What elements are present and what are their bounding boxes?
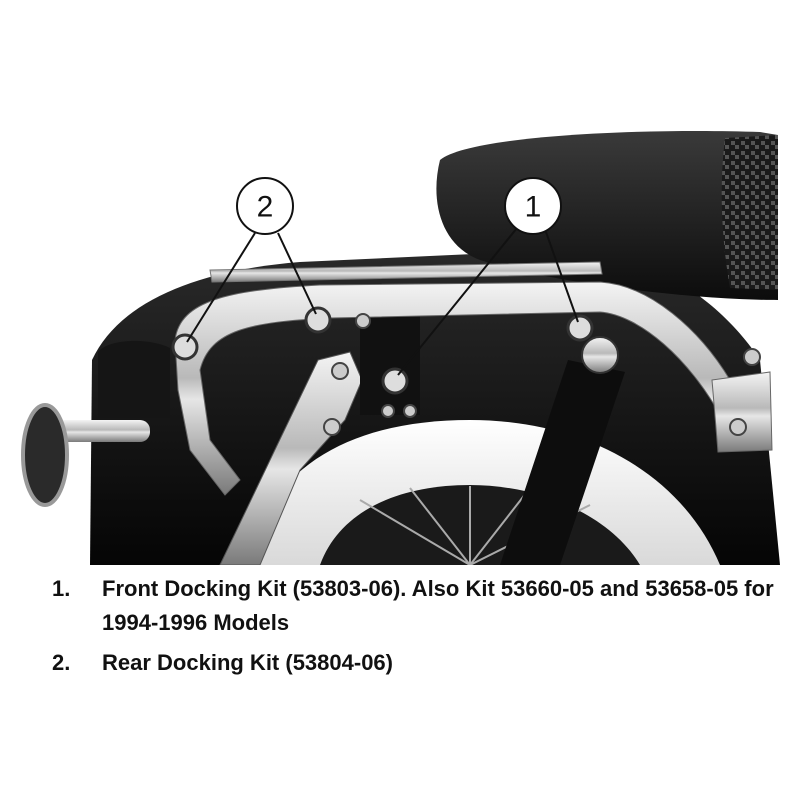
callout-2: 2	[236, 177, 294, 235]
leader-line-1-lower	[397, 227, 518, 376]
shock-absorber	[500, 360, 625, 565]
front-upright-bracket	[219, 351, 363, 565]
fastener	[323, 418, 341, 436]
rear-docking-point-lower	[171, 333, 199, 361]
photo-area	[21, 130, 780, 565]
shock-mount-cap	[581, 336, 619, 374]
leader-line-2-upper	[277, 232, 317, 315]
fastener	[381, 404, 395, 418]
fastener	[403, 404, 417, 418]
tail-light	[98, 340, 170, 418]
front-docking-point-lower	[381, 367, 409, 395]
motorcycle-docking-diagram: 2 1	[21, 130, 780, 565]
callout-1: 1	[504, 177, 562, 235]
leader-lines	[186, 227, 579, 376]
upper-rail	[209, 261, 603, 283]
turn-signal-lens	[21, 403, 69, 507]
rear-upright-plate	[711, 371, 773, 453]
legend-text: Rear Docking Kit (53804-06)	[102, 650, 393, 675]
fastener	[331, 362, 349, 380]
seat-weave-panel	[721, 135, 778, 290]
docking-points	[171, 306, 761, 436]
rear-docking-point-upper	[304, 306, 332, 334]
spoke-lines	[359, 486, 591, 565]
callout-2-label: 2	[257, 191, 274, 224]
leader-line-2-lower	[186, 232, 256, 343]
legend-text: Front Docking Kit (53803-06). Also Kit 5…	[102, 576, 774, 635]
front-docking-point-upper	[566, 314, 594, 342]
seat	[436, 130, 778, 300]
fastener	[743, 348, 761, 366]
callout-1-label: 1	[525, 191, 542, 224]
legend-number: 1.	[52, 576, 71, 601]
fastener	[729, 418, 747, 436]
legend-number: 2.	[52, 650, 71, 675]
leader-line-1-upper	[545, 231, 579, 323]
fastener	[355, 313, 371, 329]
